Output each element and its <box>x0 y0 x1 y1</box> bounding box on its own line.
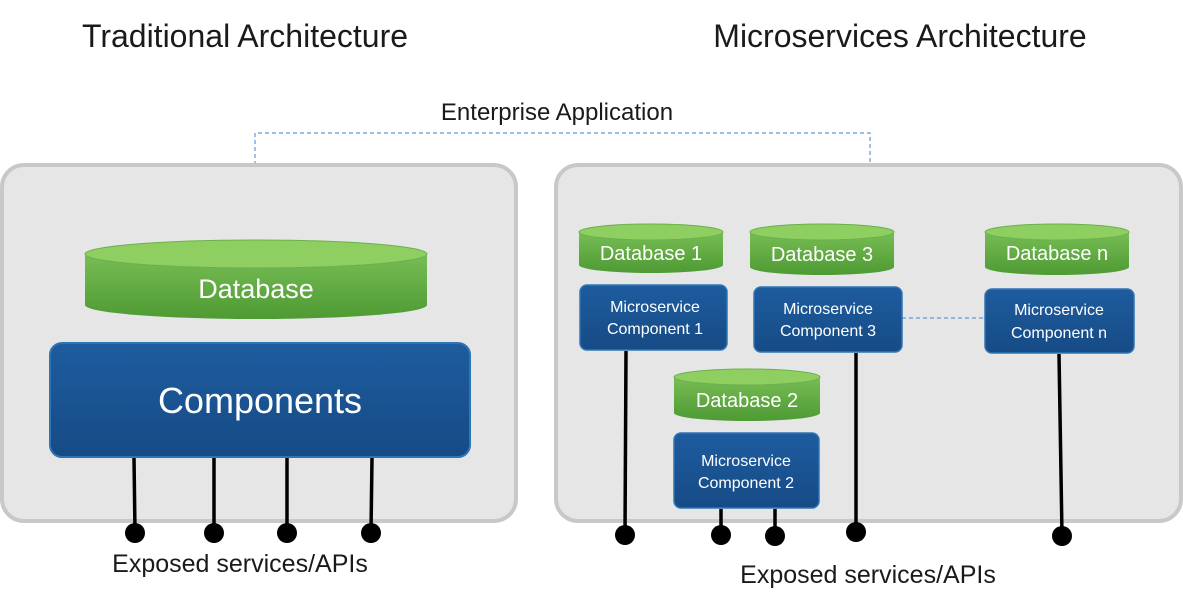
database-1-cylinder: Database 1 <box>578 223 724 273</box>
enterprise-application-label: Enterprise Application <box>441 99 673 126</box>
api-endpoint-dot <box>711 525 731 545</box>
api-endpoint-dot <box>361 523 381 543</box>
traditional-database-cylinder: Database <box>84 239 428 319</box>
database-2-label: Database 2 <box>696 390 798 412</box>
api-endpoint-dot <box>277 523 297 543</box>
microservice-2-line-1: Microservice <box>701 453 791 470</box>
microservice-n-line-2: Component n <box>1011 325 1107 342</box>
database-3-label: Database 3 <box>771 244 873 266</box>
api-endpoint-dot <box>846 522 866 542</box>
traditional-api-endpoints <box>132 457 374 533</box>
api-endpoint-dot <box>765 526 785 546</box>
microservice-component-n-box <box>984 288 1135 354</box>
database-1-label: Database 1 <box>600 243 702 265</box>
microservice-1-line-1: Microservice <box>610 299 700 316</box>
traditional-exposed-label: Exposed services/APIs <box>112 550 368 578</box>
database-2-cylinder: Database 2 <box>673 368 821 421</box>
traditional-components-box <box>49 342 471 458</box>
microservice-component-1-box <box>579 284 728 351</box>
traditional-title: Traditional Architecture <box>82 18 408 54</box>
traditional-database-label: Database <box>198 274 314 304</box>
microservices-exposed-label: Exposed services/APIs <box>740 561 996 589</box>
microservice-3-line-1: Microservice <box>783 301 873 318</box>
api-endpoint-dot <box>125 523 145 543</box>
api-endpoint-dot <box>615 525 635 545</box>
api-endpoint-dot <box>1052 526 1072 546</box>
microservice-component-3-box <box>753 286 903 353</box>
microservice-component-2-box <box>673 432 820 509</box>
api-endpoint-dot <box>204 523 224 543</box>
microservice-1-line-2: Component 1 <box>607 321 703 338</box>
database-n-label: Database n <box>1006 243 1108 265</box>
database-3-cylinder: Database 3 <box>749 223 895 275</box>
microservice-3-line-2: Component 3 <box>780 323 876 340</box>
microservices-title: Microservices Architecture <box>713 18 1086 54</box>
traditional-components-label: Components <box>158 380 362 421</box>
microservice-n-line-1: Microservice <box>1014 302 1104 319</box>
microservice-2-line-2: Component 2 <box>698 475 794 492</box>
database-n-cylinder: Database n <box>984 223 1130 275</box>
microservices-api-stems <box>623 350 1064 536</box>
